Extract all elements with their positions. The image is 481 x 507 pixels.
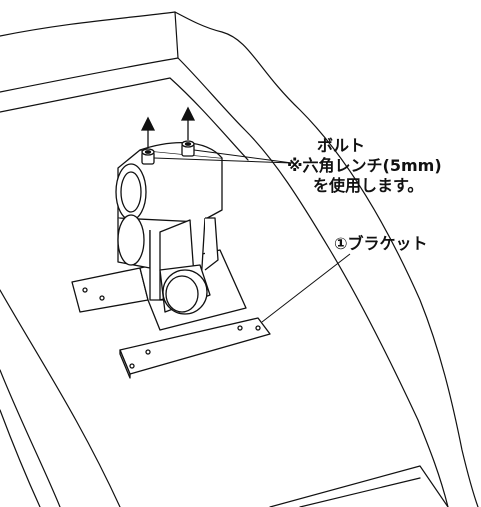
bolt-tool-note: ※六角レンチ(5mm) xyxy=(287,156,442,175)
panel-inner-frame-top xyxy=(0,57,449,507)
panel-bottom-edge xyxy=(269,465,449,507)
removal-arrows xyxy=(140,106,196,148)
pivot-housing xyxy=(115,142,223,315)
bolt-name-label: ボルト xyxy=(317,136,366,155)
bolt-callout: ボルト ※六角レンチ(5mm) を使用します。 xyxy=(287,136,442,196)
panel-bottom-edge-2 xyxy=(299,477,421,507)
panel-left-line-1 xyxy=(0,289,121,507)
panel-inner-frame-top-2 xyxy=(0,77,249,161)
bolts xyxy=(141,140,195,165)
panel-left-line-3 xyxy=(0,409,41,507)
leader-bolt-left xyxy=(153,157,293,164)
arrow-up-left xyxy=(140,116,156,148)
bolt-left xyxy=(141,148,155,165)
arrow-up-right xyxy=(180,106,196,140)
leader-bracket xyxy=(261,253,351,323)
panel-left-line-2 xyxy=(0,369,61,507)
bracket-callout: ①ブラケット xyxy=(334,234,428,253)
leader-bolt-right xyxy=(193,149,293,164)
panel-outer-edge xyxy=(0,11,479,507)
bolt-right xyxy=(181,140,195,157)
bolt-use-note: を使用します。 xyxy=(313,176,424,195)
panel-frame-diag xyxy=(174,11,179,59)
leader-lines xyxy=(153,149,351,323)
